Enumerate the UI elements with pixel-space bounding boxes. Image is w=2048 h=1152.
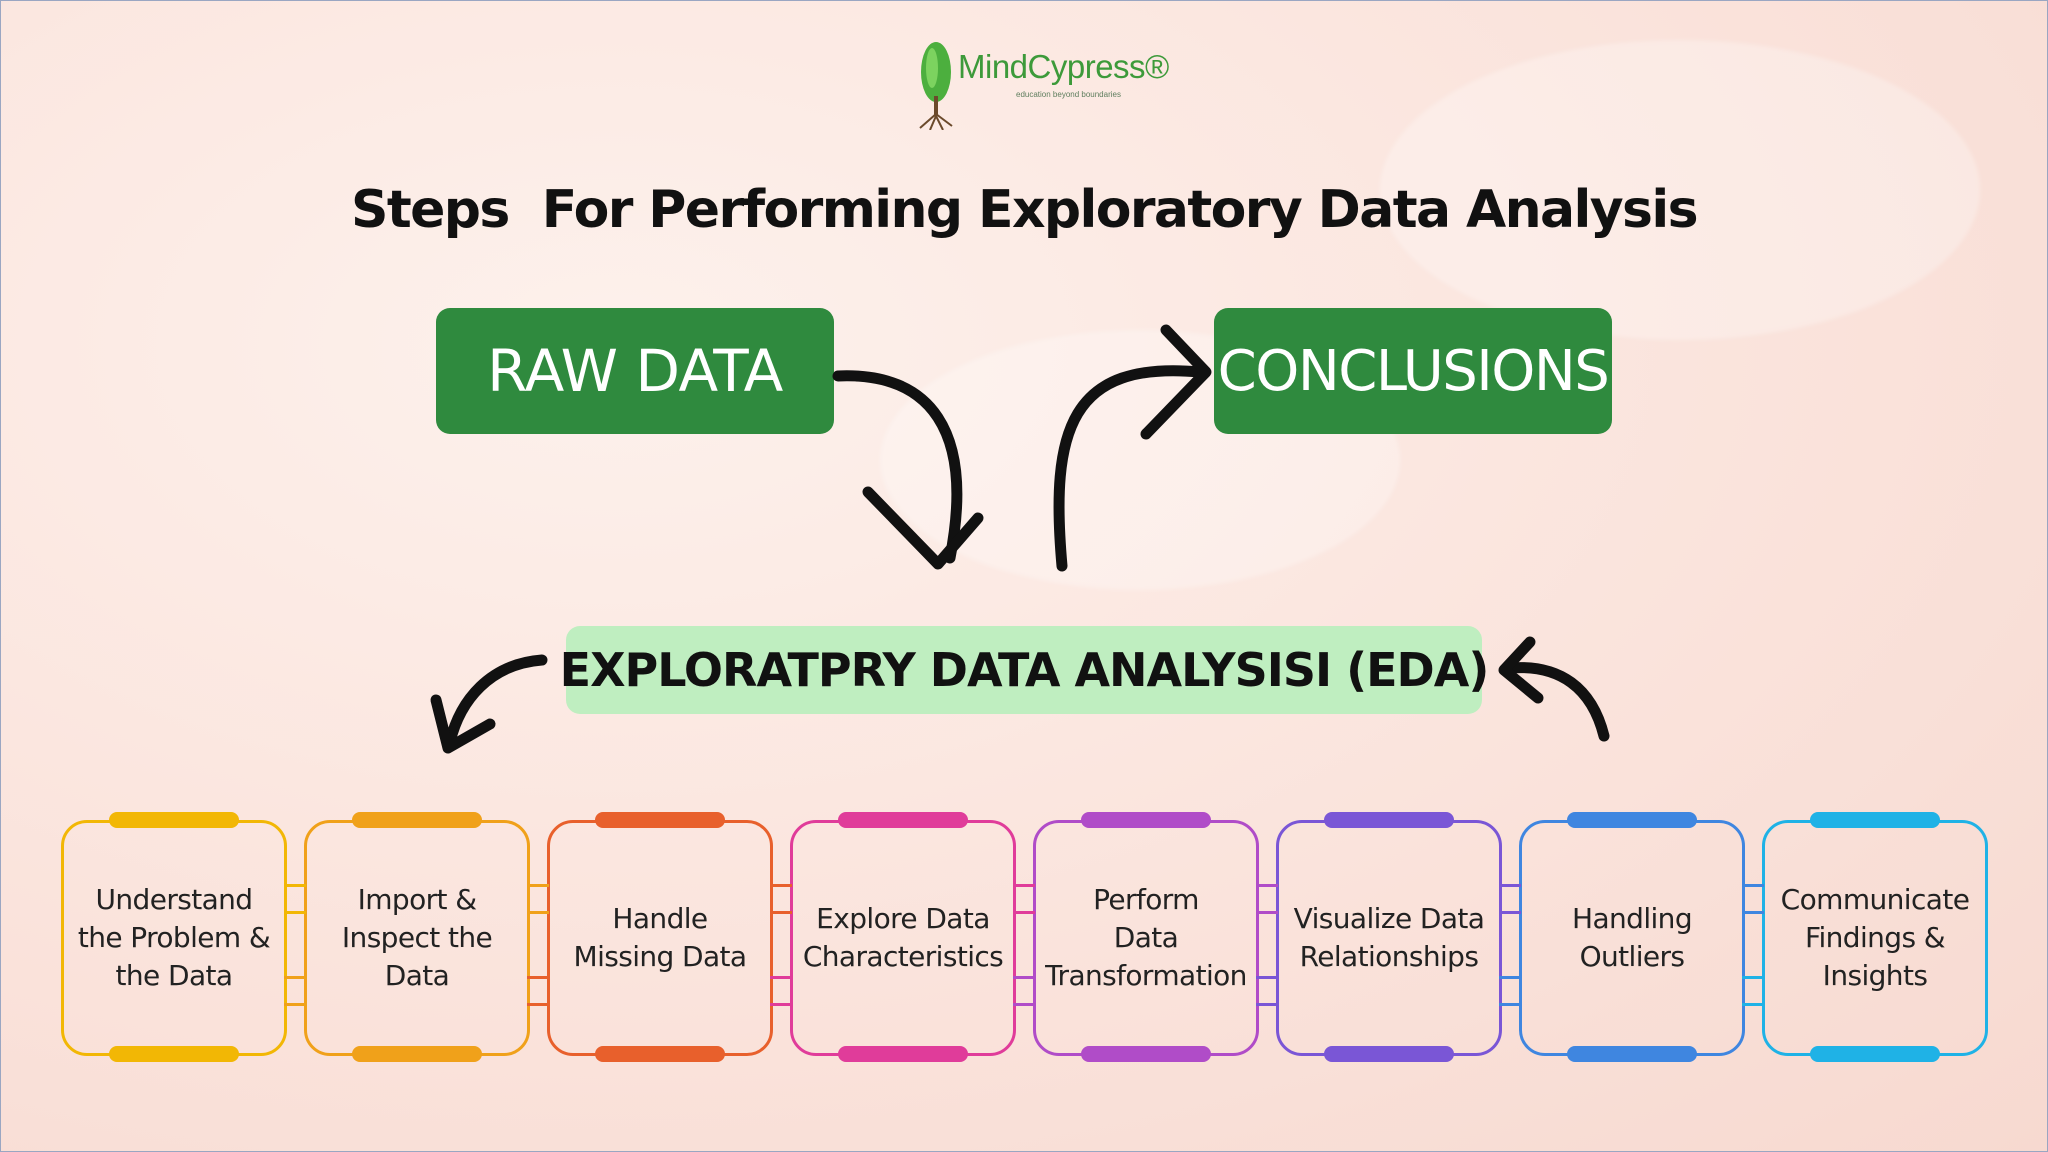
conclusions-box: CONCLUSIONS [1214, 308, 1612, 434]
step-bar-top [1324, 812, 1454, 828]
step-label: Handling Outliers [1571, 902, 1693, 973]
step-connector [1499, 884, 1521, 914]
step-connector [770, 884, 792, 914]
step-connector [284, 976, 306, 1006]
step-label: Understand the Problem & the Data [77, 883, 271, 992]
tree-icon [919, 42, 953, 131]
step-bar-top [1567, 812, 1697, 828]
step-bar-bottom [109, 1046, 239, 1062]
step-bar-bottom [595, 1046, 725, 1062]
step-connector [1499, 976, 1521, 1006]
step-connector [527, 976, 549, 1006]
step-explore-characteristics: Explore Data Characteristics [790, 812, 1016, 1062]
step-label: Explore Data Characteristics [802, 902, 1004, 973]
step-connector [1742, 884, 1764, 914]
step-bar-bottom [1324, 1046, 1454, 1062]
step-understand-problem: Understand the Problem & the Data [61, 812, 287, 1062]
logo-wordmark: MindCypress® [958, 48, 1169, 85]
page-title: Steps For Performing Exploratory Data An… [351, 180, 1699, 240]
step-bar-top [595, 812, 725, 828]
step-bar-top [1081, 812, 1211, 828]
raw-data-box: RAW DATA [436, 308, 834, 434]
step-bar-bottom [1810, 1046, 1940, 1062]
step-connector [1013, 884, 1035, 914]
step-label: Visualize Data Relationships [1293, 902, 1485, 973]
step-connector [1256, 884, 1278, 914]
step-handling-outliers: Handling Outliers [1519, 812, 1745, 1062]
step-bar-bottom [1081, 1046, 1211, 1062]
step-label: Handle Missing Data [573, 902, 748, 973]
step-import-inspect: Import & Inspect the Data [304, 812, 530, 1062]
step-connector [527, 884, 549, 914]
step-bar-top [109, 812, 239, 828]
mindcypress-logo: MindCypress® education beyond boundaries [912, 38, 1169, 131]
step-bar-bottom [1567, 1046, 1697, 1062]
step-bar-top [838, 812, 968, 828]
step-bar-top [1810, 812, 1940, 828]
step-connector [770, 976, 792, 1006]
step-connector [1256, 976, 1278, 1006]
step-visualize-relationships: Visualize Data Relationships [1276, 812, 1502, 1062]
logo-tagline: education beyond boundaries [1016, 90, 1121, 99]
step-connector [284, 884, 306, 914]
background-shape [1380, 40, 1980, 340]
step-bar-bottom [352, 1046, 482, 1062]
step-perform-transformation: Perform Data Transformation [1033, 812, 1259, 1062]
step-bar-top [352, 812, 482, 828]
eda-box: EXPLORATPRY DATA ANALYSISI (EDA) [560, 626, 1489, 714]
step-label: Perform Data Transformation [1045, 883, 1247, 992]
step-connector [1013, 976, 1035, 1006]
step-bar-bottom [838, 1046, 968, 1062]
step-handle-missing: Handle Missing Data [547, 812, 773, 1062]
step-label: Import & Inspect the Data [341, 883, 493, 992]
step-connector [1742, 976, 1764, 1006]
step-label: Communicate Findings & Insights [1780, 883, 1970, 992]
step-communicate-findings: Communicate Findings & Insights [1762, 812, 1988, 1062]
